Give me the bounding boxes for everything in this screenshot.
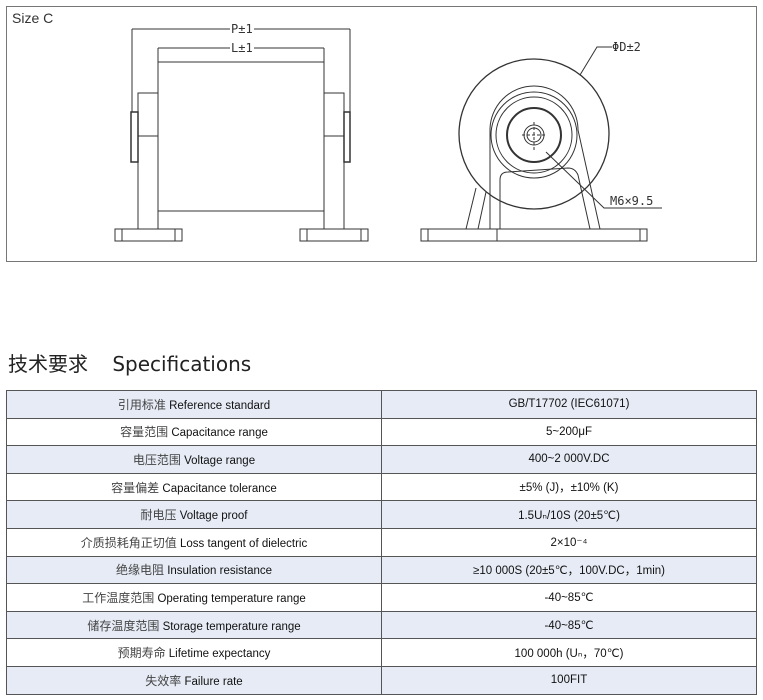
spec-name-cell: 引用标准 Reference standard: [6, 390, 382, 419]
spec-name-cn: 容量偏差: [111, 480, 160, 495]
spec-name-cn: 预期寿命: [117, 646, 166, 661]
spec-name-en: Failure rate: [184, 675, 243, 688]
spec-name-cn: 容量范围: [120, 425, 169, 440]
spec-name-cell: 储存温度范围 Storage temperature range: [6, 610, 382, 640]
size-label: Size C: [12, 10, 54, 26]
table-row: 工作温度范围 Operating temperature range-40~85…: [6, 583, 757, 612]
drawing-frame: [6, 6, 757, 262]
spec-name-cell: 绝缘电阻 Insulation resistance: [6, 555, 382, 585]
spec-name-cn: 储存温度范围: [87, 618, 160, 633]
spec-name-cn: 介质损耗角正切值: [80, 535, 177, 550]
dim-diameter-label: ΦD±2: [612, 40, 641, 54]
spec-value-cell: 100 000h (Uₙ，70℃): [381, 638, 757, 667]
dim-l-label: L±1: [230, 41, 254, 55]
table-row: 容量偏差 Capacitance tolerance±5% (J)，±10% (…: [6, 472, 757, 502]
spec-value-cell: ≥10 000S (20±5℃，100V.DC，1min): [381, 555, 757, 585]
spec-value-cell: 1.5Uₙ/10S (20±5℃): [381, 500, 757, 529]
section-title-cn: 技术要求: [8, 352, 88, 376]
spec-name-cn: 引用标准: [117, 397, 166, 412]
capacitor-dimension-drawing: [6, 6, 757, 262]
spec-value-cell: 100FIT: [381, 665, 757, 695]
section-heading: 技术要求 Specifications: [8, 348, 251, 377]
dim-thread-label: M6×9.5: [610, 194, 654, 208]
spec-name-en: Operating temperature range: [157, 592, 306, 605]
spec-value-cell: -40~85℃: [381, 610, 757, 640]
spec-name-cell: 工作温度范围 Operating temperature range: [6, 583, 382, 612]
spec-name-en: Voltage proof: [179, 510, 248, 523]
spec-name-cell: 电压范围 Voltage range: [6, 445, 382, 474]
dim-p-label: P±1: [230, 22, 254, 36]
spec-name-cn: 失效率: [145, 673, 182, 688]
table-row: 储存温度范围 Storage temperature range-40~85℃: [6, 610, 757, 640]
spec-value-cell: 2×10⁻⁴: [381, 527, 757, 557]
spec-name-en: Loss tangent of dielectric: [180, 537, 308, 550]
spec-name-en: Capacitance tolerance: [162, 482, 277, 495]
spec-name-en: Lifetime expectancy: [168, 648, 271, 661]
spec-value-cell: 400~2 000V.DC: [381, 445, 757, 474]
spec-name-en: Insulation resistance: [167, 565, 273, 578]
spec-name-cn: 耐电压: [140, 508, 177, 523]
spec-value-cell: GB/T17702 (IEC61071): [381, 390, 757, 419]
spec-name-en: Storage temperature range: [162, 620, 301, 633]
spec-name-cell: 容量范围 Capacitance range: [6, 417, 382, 447]
spec-name-cell: 耐电压 Voltage proof: [6, 500, 382, 529]
table-row: 绝缘电阻 Insulation resistance≥10 000S (20±5…: [6, 555, 757, 585]
side-view: [114, 28, 369, 242]
spec-value-cell: -40~85℃: [381, 583, 757, 612]
spec-name-en: Reference standard: [169, 399, 271, 412]
spec-name-cell: 容量偏差 Capacitance tolerance: [6, 472, 382, 502]
spec-name-cn: 电压范围: [132, 452, 181, 467]
spec-name-en: Voltage range: [184, 454, 256, 467]
spec-value-cell: ±5% (J)，±10% (K): [381, 472, 757, 502]
spec-name-cn: 工作温度范围: [82, 590, 155, 605]
spec-name-cn: 绝缘电阻: [115, 563, 164, 578]
spec-value-cell: 5~200μF: [381, 417, 757, 447]
spec-name-cell: 介质损耗角正切值 Loss tangent of dielectric: [6, 527, 382, 557]
spec-name-cell: 失效率 Failure rate: [6, 665, 382, 695]
spec-name-cell: 预期寿命 Lifetime expectancy: [6, 638, 382, 667]
front-view: [420, 46, 662, 242]
section-title-en: Specifications: [112, 352, 252, 376]
spec-name-en: Capacitance range: [171, 427, 268, 440]
